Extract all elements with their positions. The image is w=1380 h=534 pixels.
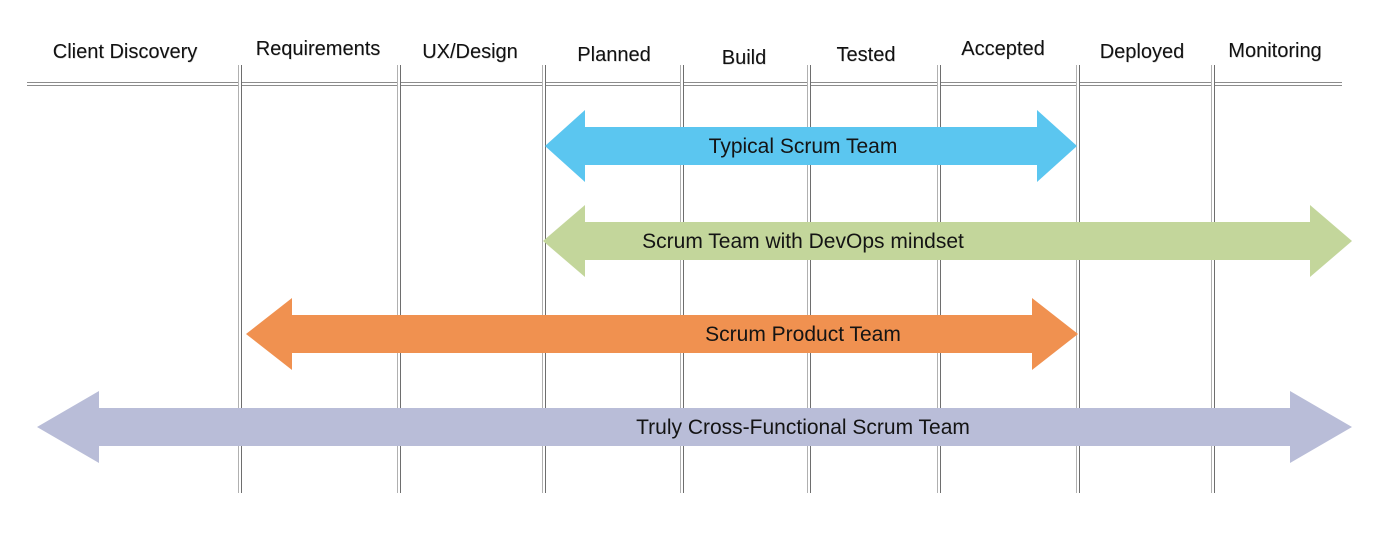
stage-label-build: Build (721, 47, 767, 69)
arrow-left-head (545, 110, 585, 182)
stage-divider-8 (1211, 65, 1215, 493)
stage-divider-7 (1076, 65, 1080, 493)
stage-label-monitoring: Monitoring (1228, 40, 1322, 62)
stage-label-client-discovery: Client Discovery (52, 41, 198, 63)
arrow-right-head (1310, 205, 1352, 277)
arrow-left-head (246, 298, 292, 370)
stage-label-accepted: Accepted (961, 38, 1045, 60)
stage-divider-1 (238, 65, 242, 493)
team-arrow-label: Typical Scrum Team (708, 135, 898, 158)
arrow-right-head (1032, 298, 1078, 370)
stage-divider-5 (807, 65, 811, 493)
stage-label-tested: Tested (836, 44, 896, 66)
arrow-body (292, 315, 1032, 353)
team-arrow-label: Scrum Team with DevOps mindset (642, 230, 964, 253)
arrow-body (585, 222, 1310, 260)
stage-divider-3 (542, 65, 546, 493)
arrow-right-head (1290, 391, 1352, 463)
stage-label-planned: Planned (577, 44, 651, 66)
stage-label-deployed: Deployed (1099, 41, 1185, 63)
team-arrow-label: Scrum Product Team (705, 323, 901, 346)
arrow-right-head (1037, 110, 1077, 182)
header-rule (27, 82, 1342, 86)
stage-label-ux-design: UX/Design (422, 41, 518, 63)
stage-divider-2 (397, 65, 401, 493)
arrow-body (99, 408, 1290, 446)
stage-divider-4 (680, 65, 684, 493)
stage-label-requirements: Requirements (255, 38, 381, 60)
team-arrow-label: Truly Cross-Functional Scrum Team (636, 416, 970, 439)
arrow-left-head (543, 205, 585, 277)
arrow-left-head (37, 391, 99, 463)
arrow-body (585, 127, 1037, 165)
stage-divider-6 (937, 65, 941, 493)
